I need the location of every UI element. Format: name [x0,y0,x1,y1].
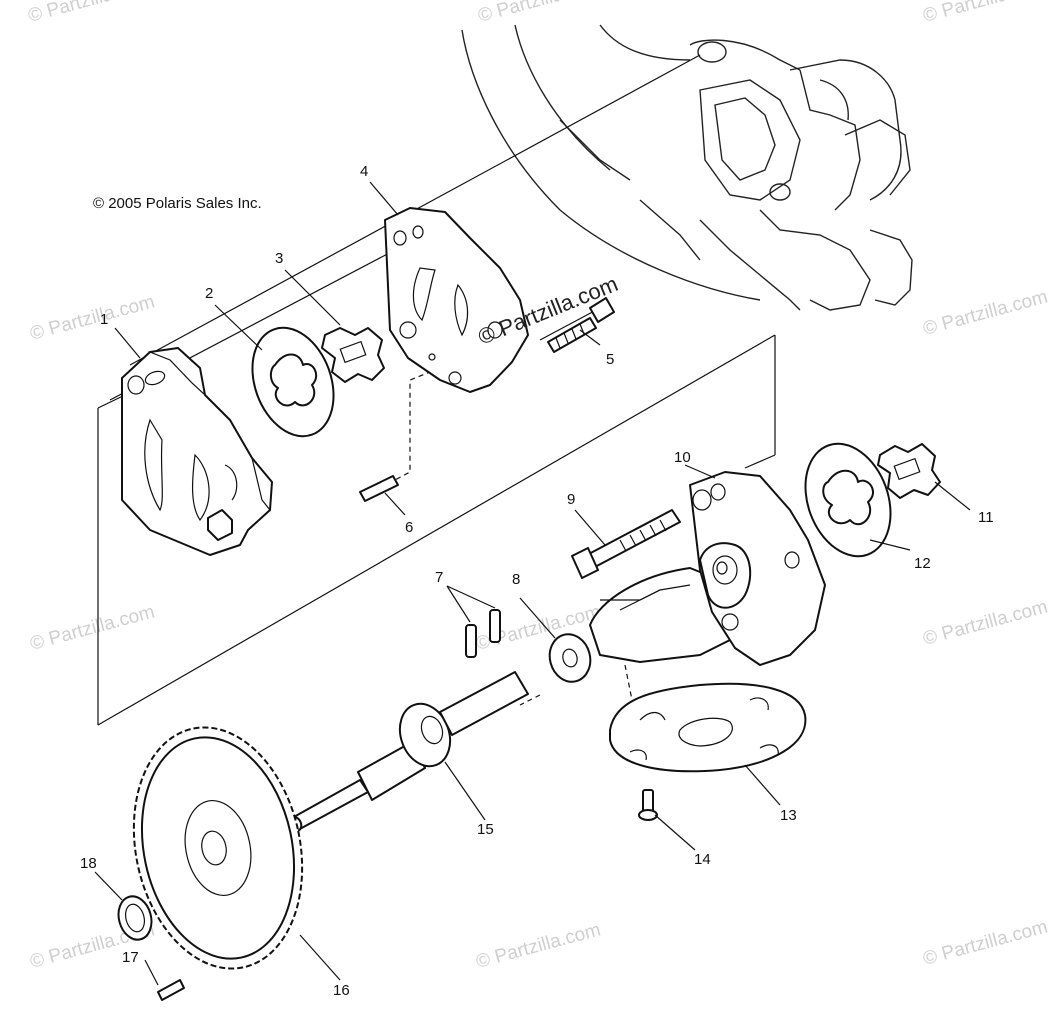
watermark: © Partzilla.com [28,291,157,344]
callout-15: 15 [477,821,494,838]
watermark: © Partzilla.com [921,0,1048,27]
inner-rotor-11 [877,443,941,499]
callout-17: 17 [122,949,139,966]
pins-7 [465,609,501,658]
cover-plate-13 [609,682,807,773]
watermark: © Partzilla.com [921,286,1048,339]
engine-case-outline [461,24,913,311]
callout-7: 7 [435,569,443,586]
callout-2: 2 [205,285,213,302]
washer-8 [548,633,592,683]
callout-11: 11 [978,509,994,526]
pump-housing-10 [589,471,826,666]
callout-1: 1 [100,311,108,328]
outer-rotor-2 [251,326,335,438]
dowel-pin-6 [359,475,399,502]
callout-13: 13 [780,807,797,824]
watermark: © Partzilla.com [26,0,155,27]
gear-16 [132,726,304,970]
pump-cover-4 [384,207,529,393]
bolt-9 [571,509,681,579]
pump-plate-1 [121,347,273,556]
watermark: © Partzilla.com [476,0,605,27]
callout-5: 5 [606,351,614,368]
leader-lines [94,181,971,986]
washer-18 [117,895,153,941]
screw-14 [638,789,658,821]
callout-8: 8 [512,571,520,588]
callout-labels: 1 2 3 4 5 6 7 8 9 10 11 12 13 14 15 16 1… [80,163,994,999]
copyright-notice: © 2005 Polaris Sales Inc. [93,195,262,212]
callout-18: 18 [80,855,97,872]
watermark: © Partzilla.com [28,601,157,654]
shaft-15 [289,671,529,832]
bolt-17 [157,979,185,1001]
callout-10: 10 [674,449,691,466]
inner-rotor-3 [321,327,385,383]
outer-rotor-12 [804,442,892,558]
callout-9: 9 [567,491,575,508]
callout-14: 14 [694,851,711,868]
callout-12: 12 [914,555,931,572]
screw-5 [547,297,615,353]
watermark: © Partzilla.com [921,596,1048,649]
watermark: © Partzilla.com [474,919,603,972]
callout-4: 4 [360,163,368,180]
callout-16: 16 [333,982,350,999]
callout-3: 3 [275,250,283,267]
callout-6: 6 [405,519,413,536]
watermark: © Partzilla.com [921,916,1048,969]
